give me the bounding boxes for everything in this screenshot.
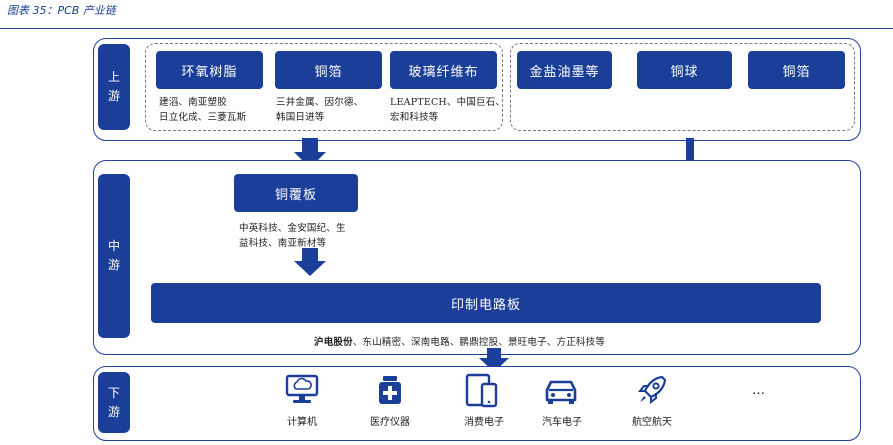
arrow-midstream-to-downstream <box>479 348 509 372</box>
downstream-item-consumer-electronics: 消费电子 <box>464 417 504 428</box>
upstream-stage-label: 上游 <box>98 44 130 130</box>
ccl-suppliers: 中英科技、金安国纪、生 益科技、南亚新材等 <box>239 223 346 249</box>
downstream-panel <box>93 366 861 441</box>
midstream-stage-label: 中游 <box>98 174 130 338</box>
medical-kit-icon <box>379 376 401 404</box>
downstream-item-aerospace: 航空航天 <box>632 417 672 428</box>
tablet-phone-icon <box>465 373 498 408</box>
downstream-more: … <box>752 383 765 398</box>
computer-icon <box>285 374 319 403</box>
downstream-stage-label: 下游 <box>98 372 130 433</box>
epoxy-resin-suppliers: 建滔、南亚塑胶 日立化成、三菱瓦斯 <box>159 97 247 123</box>
arrow-upstream-to-ccl <box>294 138 326 168</box>
copper-ball-box: 铜球 <box>637 51 732 89</box>
rocket-icon <box>637 375 667 405</box>
figure-title: 图表 35：PCB 产业链 <box>7 4 116 17</box>
downstream-item-medical: 医疗仪器 <box>370 417 410 428</box>
upstream-group-materials <box>145 43 503 131</box>
copper-foil-box: 铜箔 <box>275 51 382 89</box>
arrow-ccl-to-pcb <box>294 248 326 276</box>
car-icon <box>545 380 577 404</box>
title-divider <box>0 28 893 29</box>
gold-salt-ink-box: 金盐油墨等 <box>517 51 612 89</box>
pcb-manufacturers: 沪电股份、东山精密、深南电路、鹏鼎控股、景旺电子、方正科技等 <box>314 335 814 350</box>
pcb-manufacturer-rest: 、东山精密、深南电路、鹏鼎控股、景旺电子、方正科技等 <box>352 337 606 348</box>
ccl-box: 铜覆板 <box>234 174 358 212</box>
glass-fiber-cloth-box: 玻璃纤维布 <box>390 51 497 89</box>
downstream-item-computer: 计算机 <box>287 417 317 428</box>
copper-foil-suppliers: 三井金属、因尔德、 韩国日进等 <box>276 97 364 123</box>
upstream-group-others <box>510 43 855 131</box>
pcb-manufacturer-highlight: 沪电股份 <box>314 337 353 348</box>
copper-foil-box-2: 铜箔 <box>748 51 845 89</box>
downstream-item-automotive: 汽车电子 <box>542 417 582 428</box>
midstream-panel <box>93 160 861 355</box>
glass-fiber-suppliers: LEAPTECH、中国巨石、 宏和科技等 <box>390 97 506 123</box>
pcb-box: 印制电路板 <box>151 283 821 323</box>
epoxy-resin-box: 环氧树脂 <box>156 51 263 89</box>
